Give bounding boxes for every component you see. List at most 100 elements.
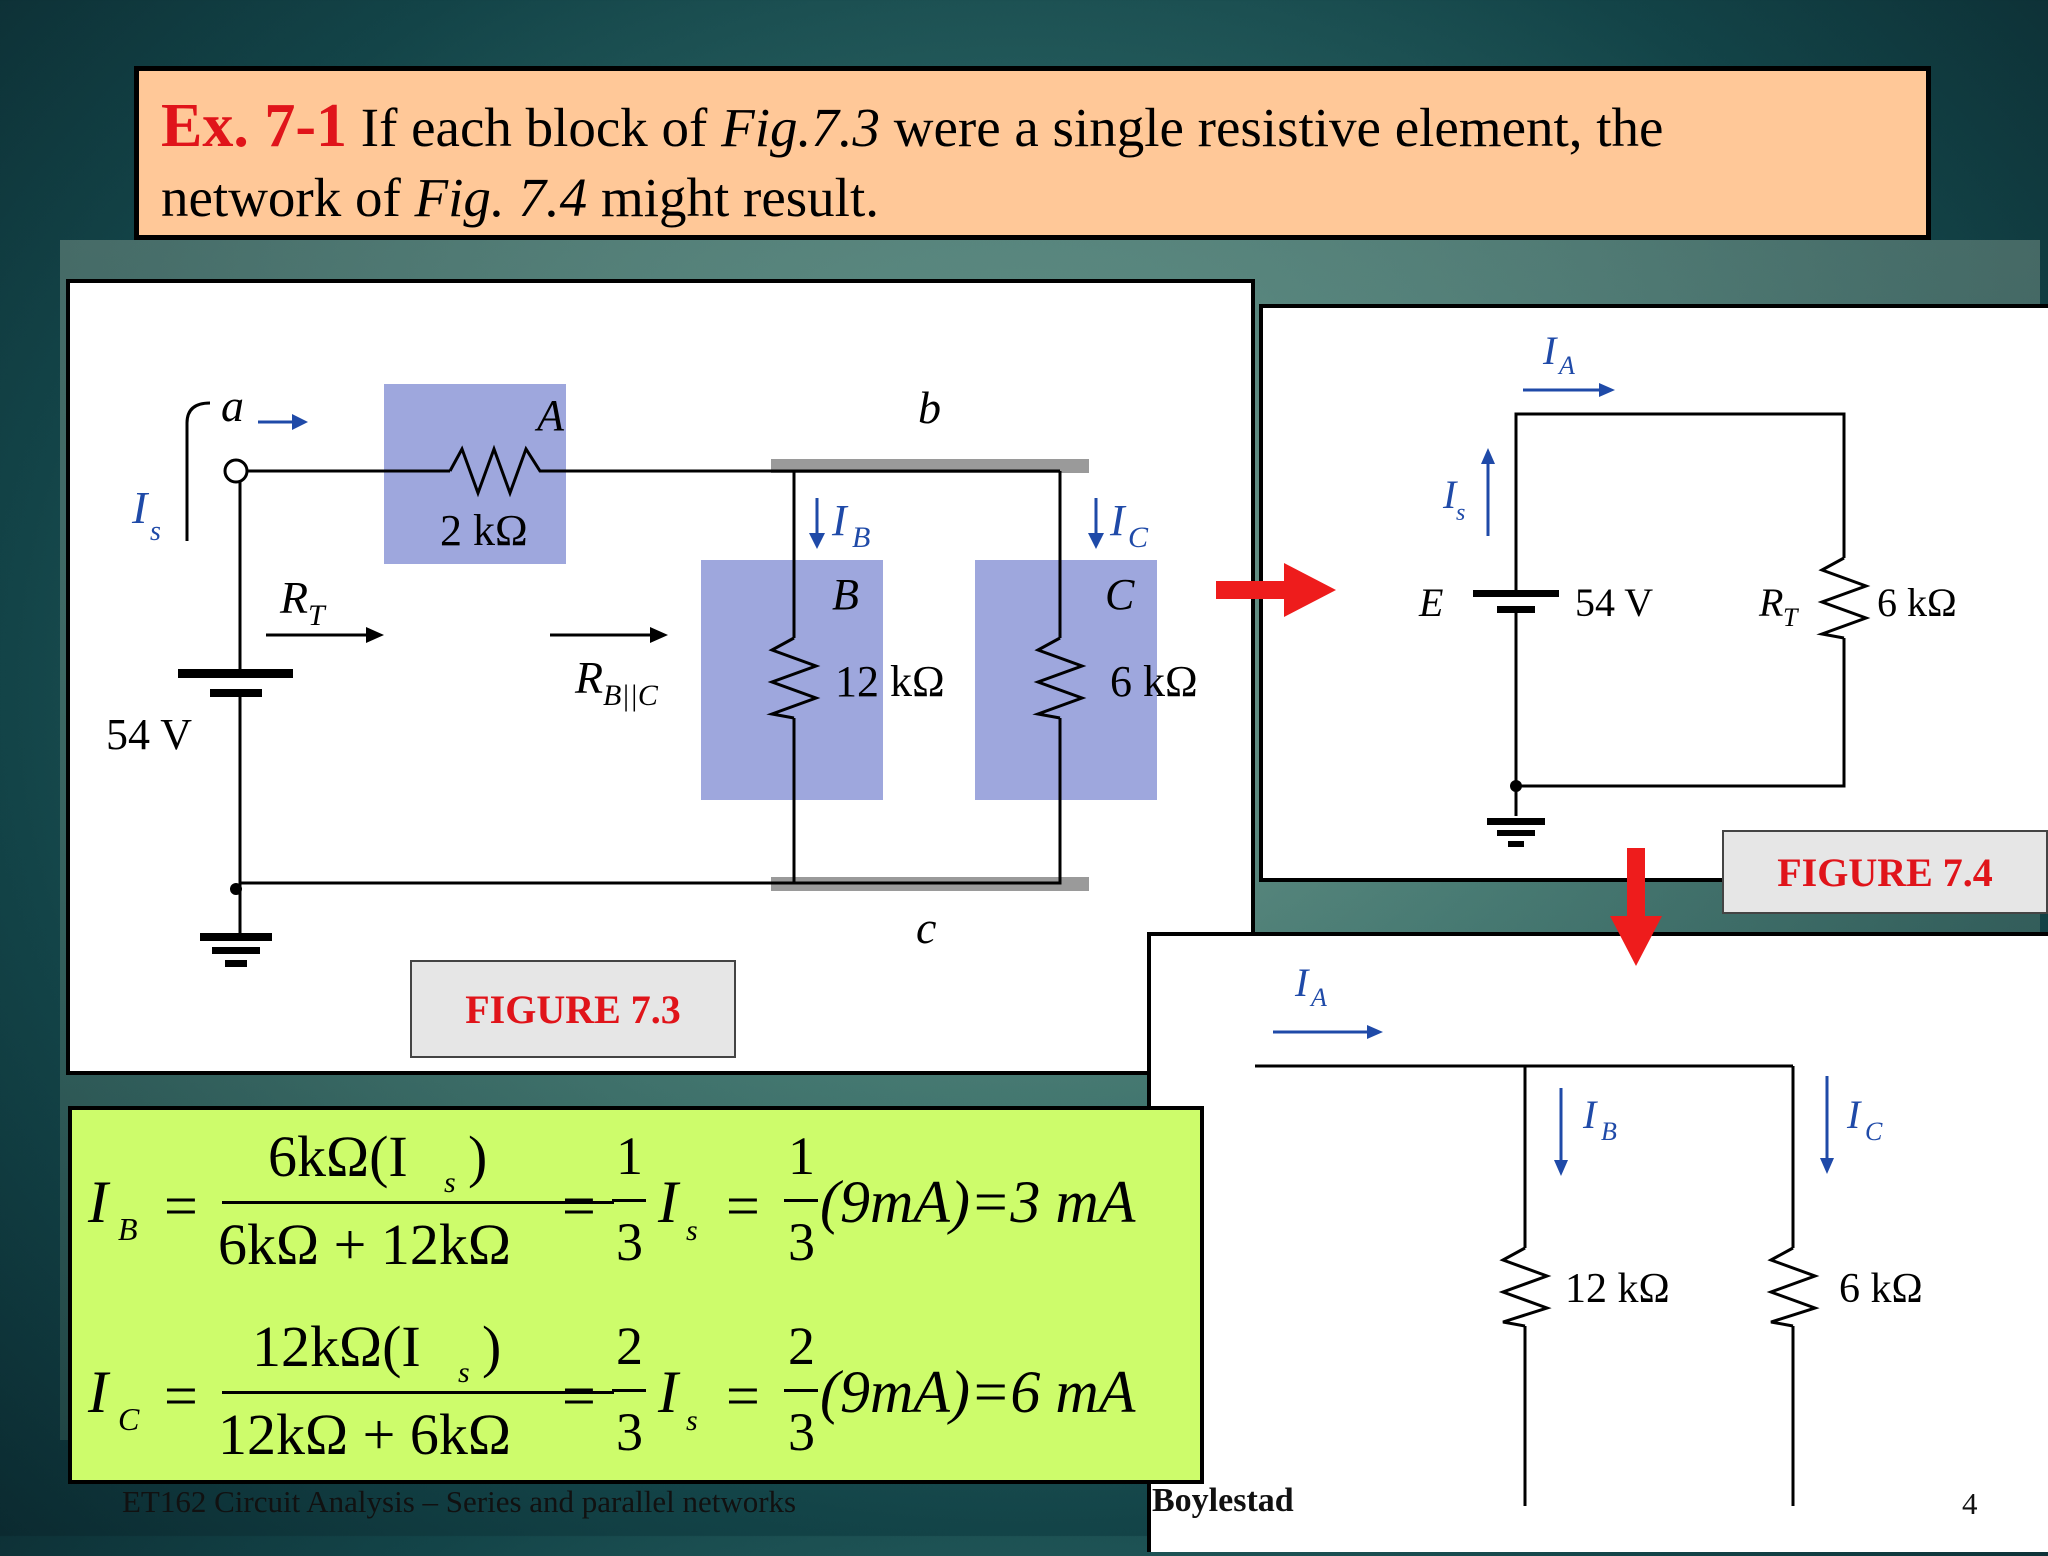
- ic-lhs-sub: C: [118, 1401, 140, 1437]
- ib-num-close: ): [468, 1124, 487, 1189]
- ib-numerator: 6kΩ(I: [268, 1124, 408, 1189]
- is-label: I: [131, 482, 150, 533]
- fig-ref-2: Fig. 7.4: [414, 167, 588, 228]
- battery-long-plate: [178, 669, 293, 678]
- footer-course: ET162 Circuit Analysis – Series and para…: [122, 1484, 797, 1519]
- ib-label: I: [1582, 1092, 1598, 1137]
- ib-small-bar-2: [784, 1199, 818, 1202]
- ib-lhs: I: [87, 1169, 111, 1235]
- ib-is-sub: s: [686, 1214, 698, 1247]
- figure-parallel-circuit: I A I B I C 12 kΩ 6 kΩ: [1255, 960, 1923, 1506]
- is-label: I: [1442, 472, 1458, 517]
- ib-frac-num: 1: [616, 1126, 643, 1186]
- ic-fraction-bar: [222, 1391, 614, 1394]
- ground-icon: [200, 933, 272, 967]
- ic-sub: C: [1865, 1117, 1883, 1146]
- ic-label: I: [1109, 496, 1127, 545]
- ic-lhs: I: [87, 1359, 111, 1425]
- r2-value: 6 kΩ: [1839, 1266, 1923, 1312]
- ib-eq3: =: [726, 1173, 760, 1239]
- ib-fraction-bar: [222, 1201, 614, 1204]
- battery-short-plate: [1497, 606, 1535, 613]
- ic-sub: C: [1128, 521, 1149, 554]
- ib-lhs-sub: B: [118, 1211, 138, 1247]
- figure-parallel-panel: I A I B I C 12 kΩ 6 kΩ: [1147, 932, 2048, 1552]
- ia-sub: A: [1557, 351, 1575, 380]
- node-b-label: b: [918, 382, 941, 433]
- ic-numerator: 12kΩ(I: [252, 1314, 421, 1379]
- ic-small-bar: [612, 1389, 646, 1392]
- ib-label: I: [831, 496, 849, 545]
- ib-is: I: [657, 1169, 681, 1235]
- title-text-4: might result.: [600, 167, 879, 228]
- ib-num-sub: s: [444, 1166, 456, 1199]
- source-label: 54 V: [106, 710, 192, 759]
- ic-denominator: 12kΩ + 6kΩ: [218, 1402, 511, 1467]
- block-b: [701, 560, 883, 800]
- ic-eq1: =: [164, 1363, 198, 1429]
- title-box: Ex. 7-1 If each block of Fig.7.3 were a …: [134, 66, 1931, 240]
- fig-ref-1: Fig.7.3: [721, 97, 881, 158]
- formula-box: I B = 6kΩ(I s ) 6kΩ + 12kΩ = 1 3 I s = 1…: [68, 1106, 1204, 1484]
- block-a: [384, 384, 566, 564]
- figure-7-4-panel: I A I s E 54 V R T 6 kΩ: [1259, 304, 2048, 882]
- rbc-sub: B||C: [603, 679, 659, 712]
- ib-frac2-den: 3: [788, 1212, 815, 1272]
- ic-result: (9mA)=6 mA: [820, 1359, 1136, 1425]
- battery-long-plate: [1473, 590, 1559, 597]
- rt-sub: T: [308, 599, 327, 632]
- ic-eq2: =: [562, 1363, 596, 1429]
- ib-frac-den: 3: [616, 1212, 643, 1272]
- title-text-1: If each block of: [360, 97, 708, 158]
- rt-sub: T: [1783, 603, 1799, 632]
- figure-7-3-label: FIGURE 7.3: [410, 960, 736, 1058]
- ic-frac2-den: 3: [788, 1402, 815, 1462]
- rbc-label: R: [574, 652, 603, 703]
- is-sub: s: [150, 516, 161, 547]
- figure-7-3-panel: a b c I s R T R B||C 54 V A B C 2 kΩ 12 …: [66, 279, 1255, 1075]
- ic-num-close: ): [482, 1314, 501, 1379]
- figure-7-4-circuit: I A I s E 54 V R T 6 kΩ: [1418, 328, 1957, 847]
- formula-equations: I B = 6kΩ(I s ) 6kΩ + 12kΩ = 1 3 I s = 1…: [87, 1124, 1136, 1467]
- ic-eq3: =: [726, 1363, 760, 1429]
- e-label: E: [1418, 580, 1443, 625]
- ic-label: I: [1846, 1092, 1862, 1137]
- figure-7-4-label: FIGURE 7.4: [1722, 830, 2048, 914]
- node-a-label: a: [221, 380, 244, 431]
- ia-label: I: [1294, 960, 1310, 1005]
- r-a-value: 2 kΩ: [440, 506, 528, 555]
- ib-sub: B: [1601, 1117, 1617, 1146]
- r-c-value: 6 kΩ: [1110, 657, 1198, 706]
- footer-author: Boylestad: [1152, 1482, 1294, 1519]
- figure-7-3-circuit: a b c I s R T R B||C 54 V A B C 2 kΩ 12 …: [106, 380, 1198, 967]
- title-text-2: were a single resistive element, the: [893, 97, 1664, 158]
- ia-label: I: [1542, 328, 1558, 373]
- r1-value: 12 kΩ: [1565, 1266, 1670, 1312]
- block-b-label: B: [832, 570, 859, 619]
- is-sub: s: [1456, 500, 1465, 526]
- ic-num-sub: s: [458, 1356, 470, 1389]
- battery-short-plate: [210, 689, 262, 697]
- ic-small-bar-2: [784, 1389, 818, 1392]
- ib-frac2-num: 1: [788, 1126, 815, 1186]
- block-c: [975, 560, 1157, 800]
- rt-value: 6 kΩ: [1877, 580, 1957, 625]
- ib-result: (9mA)=3 mA: [820, 1169, 1136, 1235]
- node-dot: [230, 883, 242, 895]
- example-label: Ex. 7-1: [161, 92, 347, 160]
- ground-icon: [1487, 818, 1545, 847]
- ib-sub: B: [852, 521, 870, 554]
- ib-eq1: =: [164, 1173, 198, 1239]
- footer-page-number: 4: [1962, 1486, 1978, 1521]
- block-c-label: C: [1105, 570, 1135, 619]
- ib-denominator: 6kΩ + 12kΩ: [218, 1212, 511, 1277]
- terminal-a: [223, 458, 249, 484]
- ic-is-sub: s: [686, 1404, 698, 1437]
- ic-frac-num: 2: [616, 1316, 643, 1376]
- r-b-value: 12 kΩ: [835, 657, 945, 706]
- ic-frac-den: 3: [616, 1402, 643, 1462]
- rt-label: R: [279, 572, 308, 623]
- ib-small-bar: [612, 1199, 646, 1202]
- node-dot: [1510, 780, 1522, 792]
- ib-eq2: =: [562, 1173, 596, 1239]
